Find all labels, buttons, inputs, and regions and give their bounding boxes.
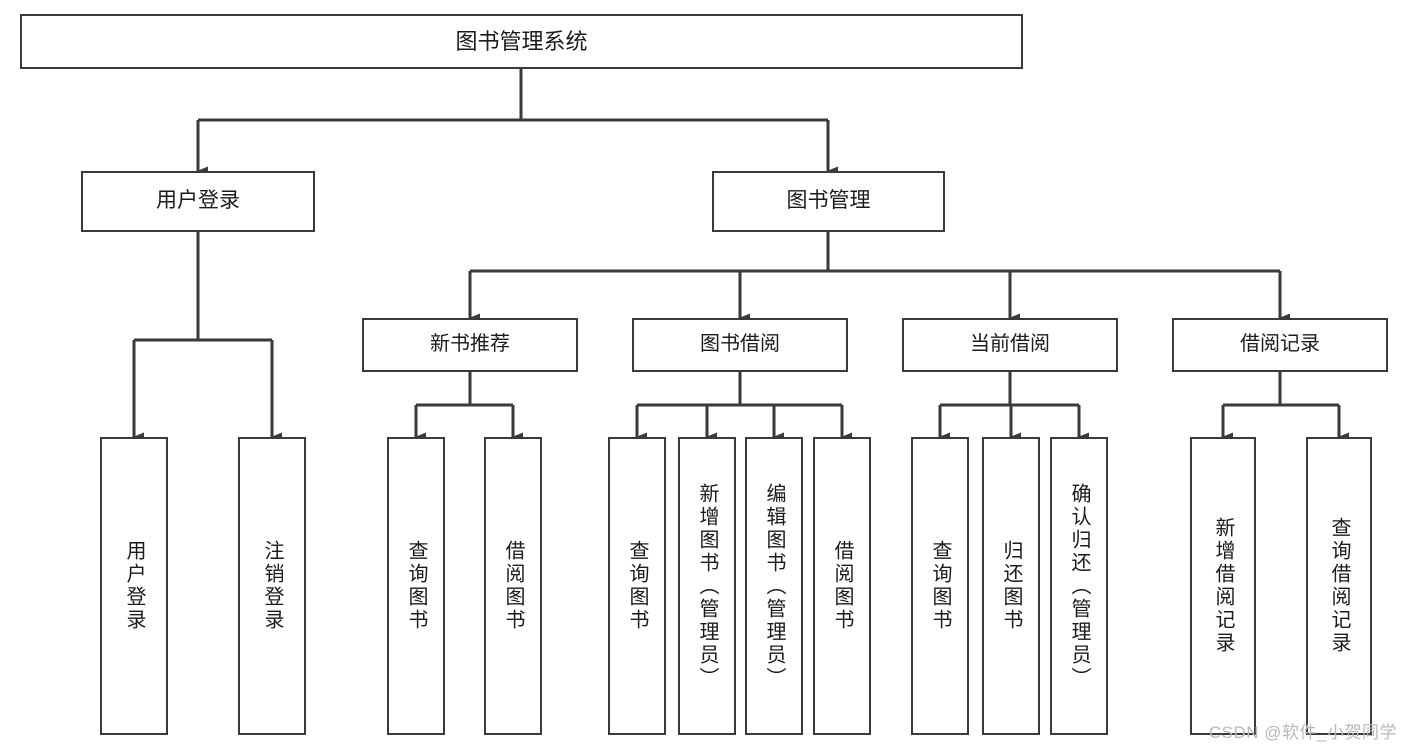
- node-leaf-borrow-book-label: 借阅图书: [831, 540, 853, 632]
- node-leaf-borrow-book: 借阅图书: [813, 437, 871, 735]
- node-leaf-edit-book-admin: 编辑图书（管理员）: [745, 437, 803, 735]
- node-leaf-query-book-rec-label: 查询图书: [405, 540, 427, 632]
- node-leaf-query-book-rec: 查询图书: [387, 437, 445, 735]
- node-book-management: 图书管理: [712, 171, 945, 232]
- node-leaf-confirm-return-admin: 确认归还（管理员）: [1050, 437, 1108, 735]
- node-user-login-label: 用户登录: [156, 189, 240, 213]
- node-leaf-logout-login: 注销登录: [238, 437, 306, 735]
- node-current-borrow-label: 当前借阅: [970, 333, 1050, 356]
- node-leaf-query-borrow-record-label: 查询借阅记录: [1328, 517, 1350, 655]
- node-leaf-query-book-current-label: 查询图书: [929, 540, 951, 632]
- node-new-book-recommend: 新书推荐: [362, 318, 578, 372]
- watermark: CSDN @软件_小贺同学: [1208, 723, 1397, 742]
- node-user-login: 用户登录: [81, 171, 315, 232]
- node-leaf-user-login: 用户登录: [100, 437, 168, 735]
- node-book-borrow: 图书借阅: [632, 318, 848, 372]
- node-system-title: 图书管理系统: [20, 14, 1023, 69]
- node-leaf-logout-login-label: 注销登录: [261, 540, 283, 632]
- node-leaf-add-book-admin: 新增图书（管理员）: [678, 437, 736, 735]
- node-borrow-record: 借阅记录: [1172, 318, 1388, 372]
- node-leaf-add-borrow-record-label: 新增借阅记录: [1212, 517, 1234, 655]
- node-current-borrow: 当前借阅: [902, 318, 1118, 372]
- node-leaf-query-book-borrow: 查询图书: [608, 437, 666, 735]
- node-leaf-query-borrow-record: 查询借阅记录: [1306, 437, 1372, 735]
- node-book-management-label: 图书管理: [786, 189, 871, 213]
- node-book-borrow-label: 图书借阅: [700, 333, 780, 356]
- node-leaf-confirm-return-admin-label: 确认归还（管理员）: [1068, 482, 1090, 690]
- node-new-book-recommend-label: 新书推荐: [430, 333, 510, 356]
- node-system-title-label: 图书管理系统: [455, 28, 588, 54]
- edge-layer: [132, 69, 1349, 442]
- node-leaf-borrow-book-rec: 借阅图书: [484, 437, 542, 735]
- node-borrow-record-label: 借阅记录: [1240, 333, 1320, 356]
- node-leaf-user-login-label: 用户登录: [123, 540, 145, 632]
- node-leaf-return-book-label: 归还图书: [1000, 540, 1022, 632]
- node-leaf-return-book: 归还图书: [982, 437, 1040, 735]
- node-leaf-query-book-current: 查询图书: [911, 437, 969, 735]
- node-leaf-edit-book-admin-label: 编辑图书（管理员）: [763, 482, 785, 690]
- node-leaf-add-book-admin-label: 新增图书（管理员）: [696, 482, 718, 690]
- node-leaf-query-book-borrow-label: 查询图书: [626, 540, 648, 632]
- node-leaf-borrow-book-rec-label: 借阅图书: [502, 540, 524, 632]
- node-leaf-add-borrow-record: 新增借阅记录: [1190, 437, 1256, 735]
